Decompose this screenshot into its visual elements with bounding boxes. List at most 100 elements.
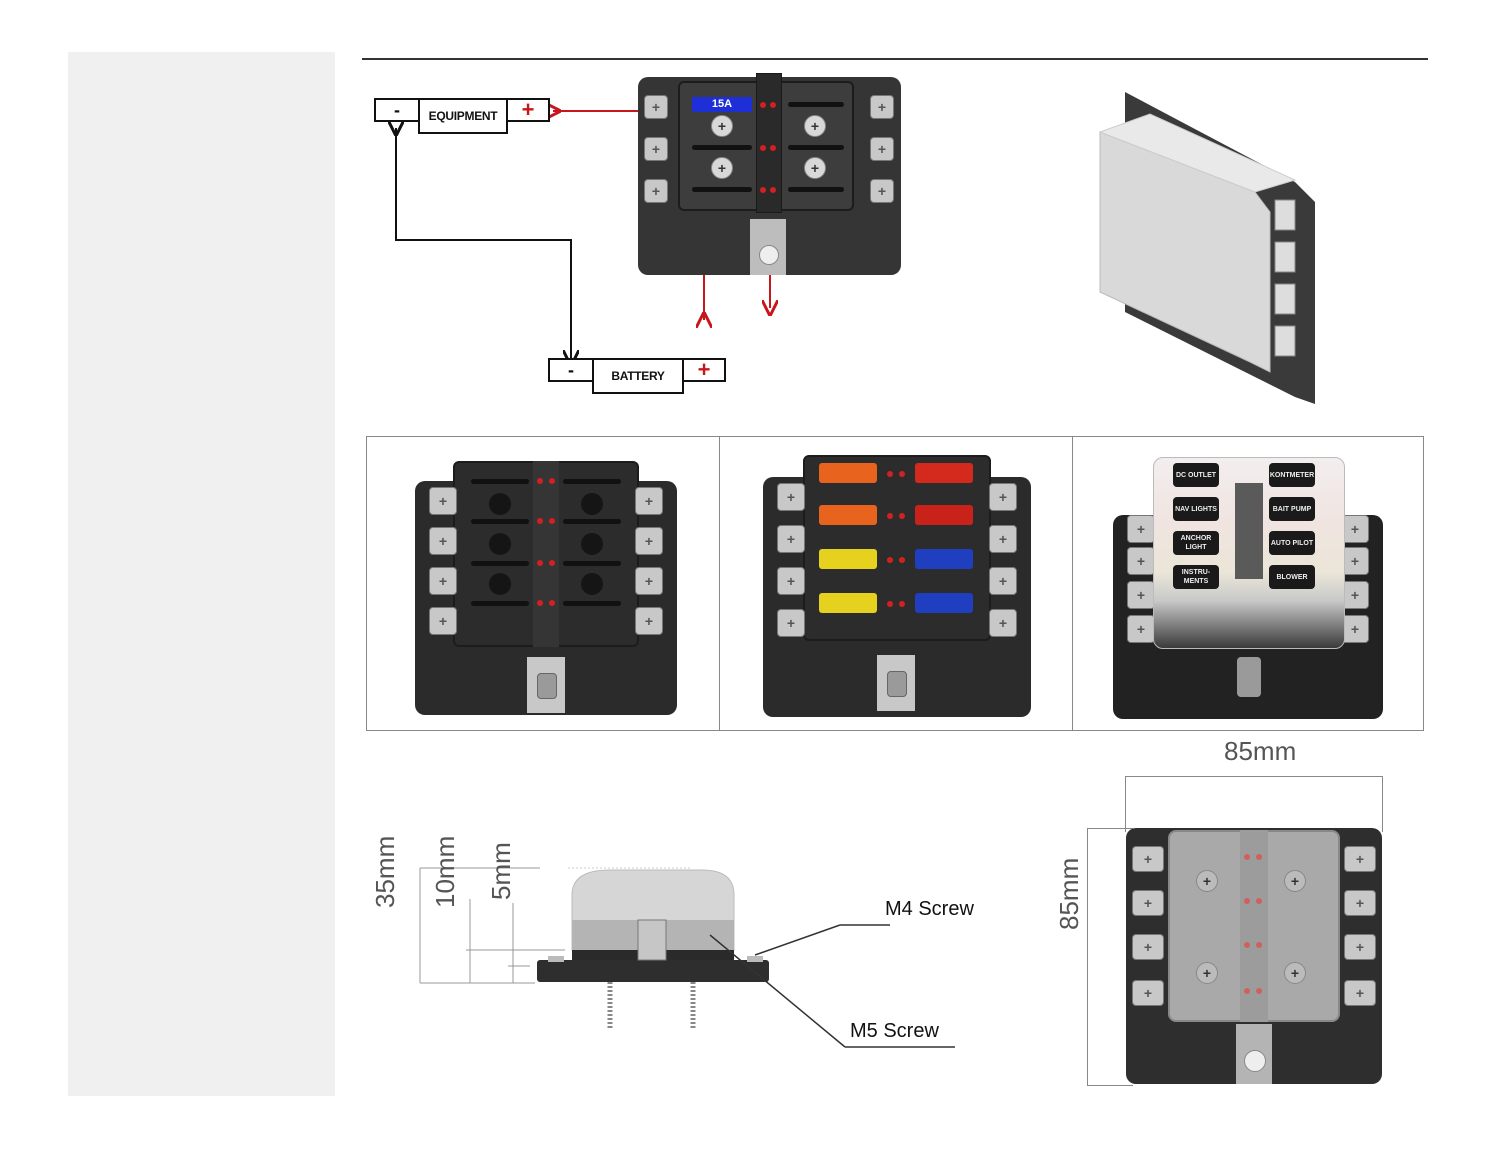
indicator-led: [1244, 898, 1250, 904]
stud-terminal: +: [644, 179, 668, 203]
fuse-block-diagram: + + + + + + 15A + + + +: [638, 73, 901, 275]
stud-terminal: +: [1127, 547, 1155, 575]
stud-terminal: +: [870, 179, 894, 203]
stud-terminal: +: [644, 137, 668, 161]
minus-sign: -: [394, 99, 400, 120]
mount-hole: [489, 533, 511, 555]
mount-hole: [581, 533, 603, 555]
blade-fuse[interactable]: [819, 505, 877, 525]
indicator-led: [549, 560, 555, 566]
screw-icon: +: [804, 157, 826, 179]
width-dimension-line: [1125, 776, 1383, 777]
stud-terminal: +: [1344, 846, 1376, 872]
mount-hole: [489, 493, 511, 515]
indicator-led: [899, 557, 905, 563]
indicator-led: [1256, 988, 1262, 994]
stud-terminal: +: [1127, 581, 1155, 609]
fuse-rating-badge: 15A: [692, 97, 752, 112]
indicator-led: [899, 601, 905, 607]
blade-fuse[interactable]: [819, 463, 877, 483]
indicator-led: [1244, 942, 1250, 948]
blade-fuse[interactable]: [915, 549, 973, 569]
stud-terminal: [1274, 199, 1296, 231]
extension-line: [1382, 776, 1383, 832]
indicator-led: [1256, 898, 1262, 904]
blade-fuse[interactable]: [915, 593, 973, 613]
dim-width: 85mm: [1224, 736, 1297, 766]
extension-line: [1087, 828, 1133, 829]
stud-terminal: +: [777, 483, 805, 511]
indicator-led: [549, 518, 555, 524]
stud-terminal: +: [1127, 515, 1155, 543]
mount-hole: [489, 573, 511, 595]
ground-stud: [537, 673, 557, 699]
indicator-led: [770, 187, 776, 193]
stud-terminal: +: [1341, 615, 1369, 643]
extension-line: [1087, 1085, 1133, 1086]
minus-sign: -: [568, 359, 574, 380]
stud-terminal: +: [1341, 547, 1369, 575]
indicator-led: [1244, 854, 1250, 860]
fuse-slot: [788, 145, 844, 150]
stud-terminal: +: [635, 567, 663, 595]
screw-icon: +: [804, 115, 826, 137]
dim-height-total: 35mm: [370, 835, 400, 908]
stud-terminal: +: [1132, 890, 1164, 916]
height-dimension-line: [1087, 828, 1088, 1086]
fuse-slot: [563, 519, 621, 524]
circuit-label-tag: NAV LIGHTS: [1173, 497, 1219, 521]
stud-terminal: +: [429, 567, 457, 595]
ground-stud: [759, 245, 779, 265]
screw-icon: +: [711, 157, 733, 179]
fuse-slot: [788, 187, 844, 192]
photo-empty-fuse-block: + + + + + + + +: [415, 461, 677, 715]
indicator-led: [760, 145, 766, 151]
stud-terminal: +: [989, 609, 1017, 637]
indicator-led: [887, 471, 893, 477]
stud-terminal: +: [989, 525, 1017, 553]
cover-top: [1098, 113, 1297, 193]
stud-terminal: +: [635, 487, 663, 515]
indicator-led: [549, 600, 555, 606]
blade-fuse[interactable]: [915, 463, 973, 483]
circuit-label-tag: KONTMETER: [1269, 463, 1315, 487]
indicator-led: [887, 513, 893, 519]
top-view-dimensions: 85mm 85mm + + + + + + + + + + + +: [1040, 730, 1400, 1100]
blade-fuse[interactable]: [819, 549, 877, 569]
screw-icon: +: [1196, 870, 1218, 892]
ground-stud: [1244, 1050, 1266, 1072]
stud-terminal: +: [429, 607, 457, 635]
stud-terminal: +: [1344, 934, 1376, 960]
stud-terminal: +: [1127, 615, 1155, 643]
fuse-slot: [692, 187, 752, 192]
callout-m4-screw: M4 Screw: [885, 898, 974, 920]
blade-fuse[interactable]: [819, 593, 877, 613]
stud-terminal: +: [644, 95, 668, 119]
wiring-diagram: - EQUIPMENT + - BATTERY + + + + + + + 15…: [360, 60, 920, 410]
isometric-fuse-block: [1095, 92, 1320, 404]
fuse-slot: [563, 601, 621, 606]
blade-fuse[interactable]: [915, 505, 973, 525]
screw-icon: +: [1284, 870, 1306, 892]
fuse-slot: [471, 479, 529, 484]
screw-icon: +: [711, 115, 733, 137]
circuit-label-tag: INSTRU-MENTS: [1173, 565, 1219, 589]
mount-hole: [581, 573, 603, 595]
stud-terminal: +: [1132, 980, 1164, 1006]
center-strip: [1235, 483, 1263, 579]
side-view-drawing: [419, 867, 955, 1048]
stud-terminal: +: [1344, 890, 1376, 916]
indicator-led: [537, 518, 543, 524]
stud-terminal: +: [1132, 846, 1164, 872]
panel-divider: [719, 437, 720, 730]
equipment-label: EQUIPMENT: [418, 98, 508, 134]
callout-m5-screw: M5 Screw: [850, 1020, 939, 1042]
indicator-led: [537, 600, 543, 606]
indicator-led: [760, 102, 766, 108]
indicator-led: [1244, 988, 1250, 994]
stud-terminal: [1274, 241, 1296, 273]
ground-stud: [1237, 657, 1261, 697]
isometric-drawing: [1098, 92, 1315, 404]
stud-terminal: +: [1341, 581, 1369, 609]
indicator-led: [537, 560, 543, 566]
